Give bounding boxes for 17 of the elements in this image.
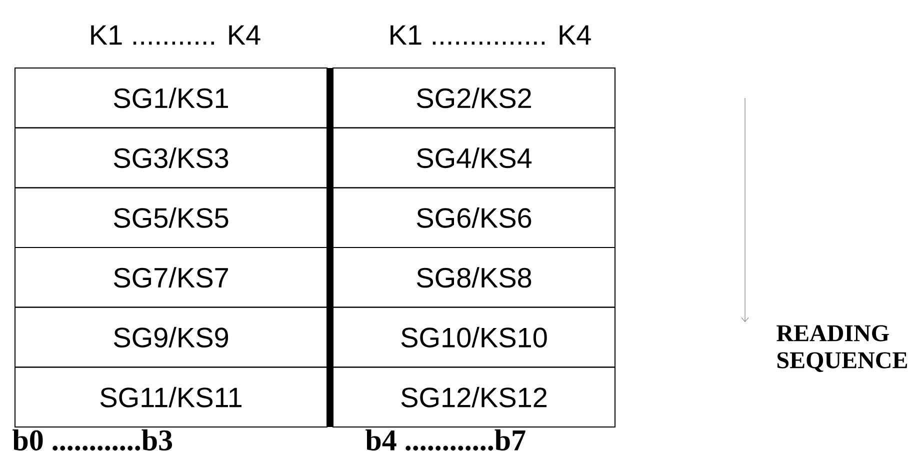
table-cell: SG7/KS7: [14, 247, 328, 308]
table-cell: SG11/KS11: [14, 366, 328, 428]
reading-sequence-label: READING SEQUENCE: [776, 325, 907, 372]
bit-range-label: b0 ............b3: [12, 429, 172, 451]
table-cell: SG1/KS1: [14, 68, 328, 128]
table-cell: SG6/KS6: [332, 187, 616, 248]
table-cell: SG4/KS4: [332, 127, 616, 188]
table-cell: SG10/KS10: [332, 306, 616, 368]
table-cell: SG8/KS8: [332, 247, 616, 308]
table-cell: SG5/KS5: [14, 187, 328, 248]
table-cell: SG3/KS3: [14, 127, 328, 188]
column-header: K1 ........... K4: [91, 25, 260, 45]
table-cell: SG2/KS2: [332, 68, 616, 128]
column-header: K1 ............... K4: [390, 25, 591, 45]
table-cell: SG9/KS9: [14, 306, 328, 368]
table-cell: SG12/KS12: [332, 366, 616, 428]
bit-range-label: b4 ............b7: [366, 429, 526, 451]
